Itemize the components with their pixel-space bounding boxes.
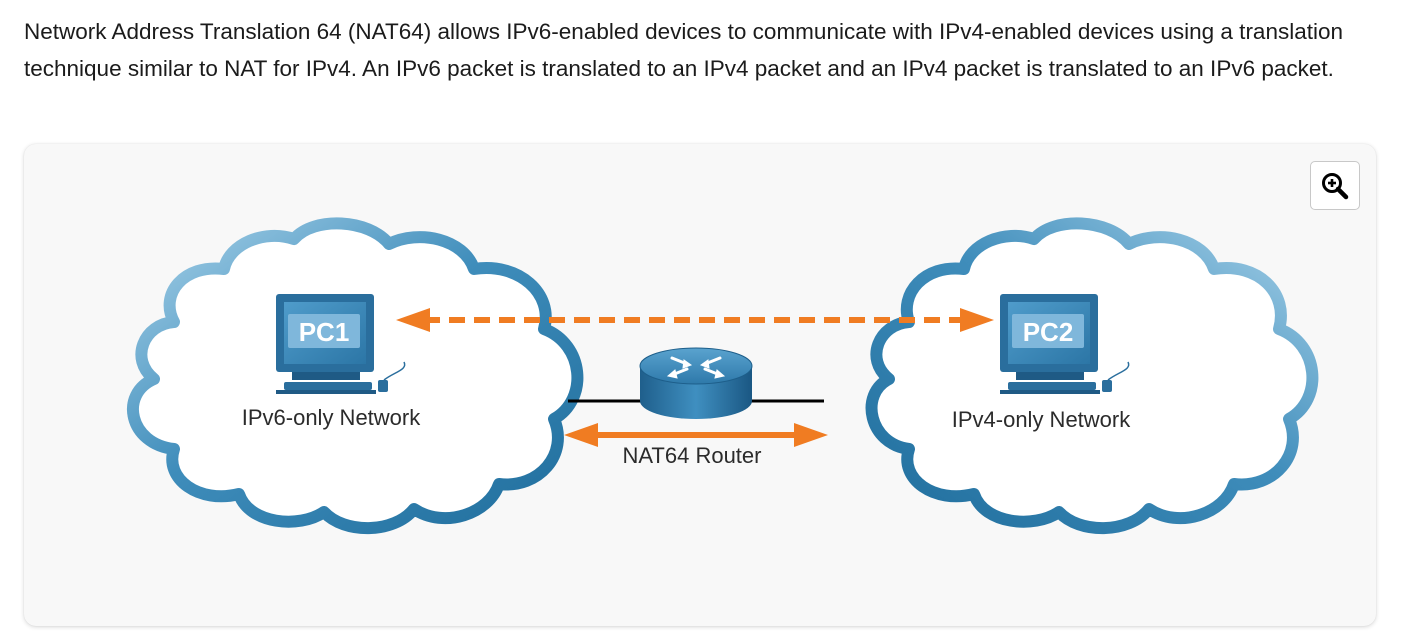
pc-to-pc-dashed-arrow	[396, 308, 994, 332]
intro-paragraph: Network Address Translation 64 (NAT64) a…	[24, 19, 1343, 81]
pc2-label: PC2	[1023, 317, 1074, 347]
ipv4-network-label: IPv4-only Network	[952, 407, 1132, 432]
pc1-icon: PC1	[276, 294, 406, 394]
pc1-label: PC1	[299, 317, 350, 347]
nat64-diagram: PC1 PC2 IPv6-only Network IPv4-only Netw…	[126, 217, 1319, 535]
ipv6-network-label: IPv6-only Network	[242, 405, 422, 430]
pc2-icon: PC2	[1000, 294, 1130, 394]
ipv4-network-cloud	[865, 217, 1319, 535]
router-icon	[639, 347, 753, 419]
router-label: NAT64 Router	[623, 443, 762, 468]
zoom-in-icon	[1322, 172, 1349, 199]
translation-arrow	[564, 423, 828, 447]
zoom-in-button[interactable]	[1310, 161, 1360, 210]
